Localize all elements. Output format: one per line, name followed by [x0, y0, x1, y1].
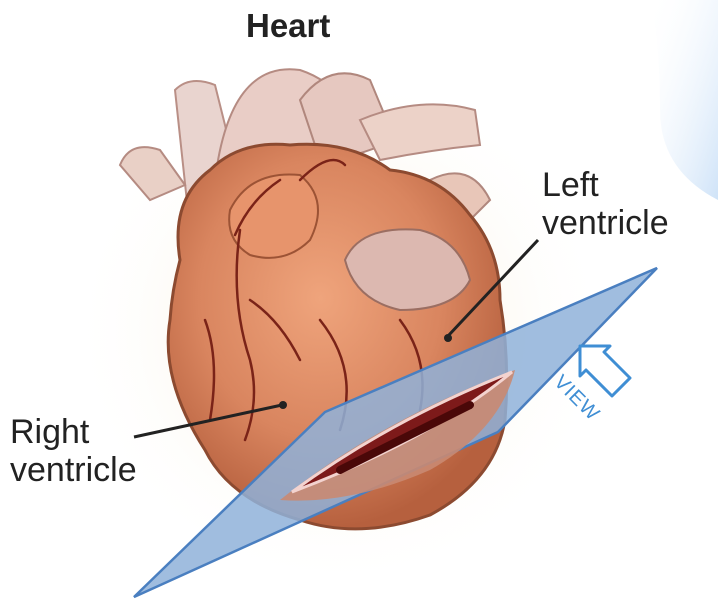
left-ventricle-label-line-1: Left: [542, 166, 669, 204]
left-ventricle-label-line-2: ventricle: [542, 204, 669, 242]
right-ventricle-label-line-1: Right: [10, 413, 137, 451]
left-ventricle-label: Left ventricle: [542, 166, 669, 242]
right-ventricle-label-line-2: ventricle: [10, 451, 137, 489]
right-ventricle-dot: [279, 401, 287, 409]
diagram-title: Heart: [246, 8, 330, 45]
left-ventricle-dot: [444, 334, 452, 342]
right-ventricle-label: Right ventricle: [10, 413, 137, 489]
